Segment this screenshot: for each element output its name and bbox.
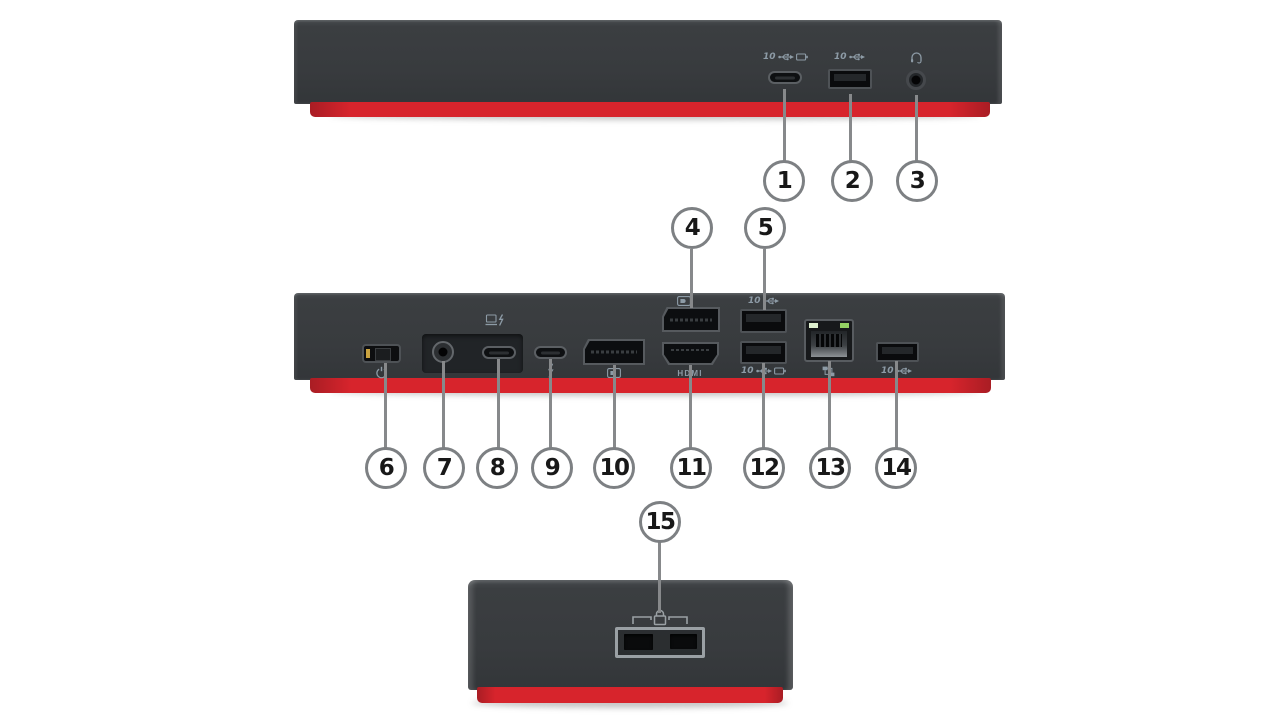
callout-line-5 [763, 249, 766, 310]
rear-dock-red-base [310, 378, 991, 393]
callout-15: 15 [639, 501, 681, 543]
security-slot-left [624, 634, 653, 650]
callout-line-13 [828, 361, 831, 449]
rear-displayport-upper [662, 307, 720, 332]
callout-line-3 [915, 95, 918, 162]
callout-line-14 [895, 361, 898, 449]
callout-line-2 [849, 94, 852, 162]
callout-line-15 [658, 541, 661, 613]
callout-10: 10 [593, 447, 635, 489]
callout-line-10 [613, 365, 616, 449]
ethernet-led-left [809, 323, 818, 328]
callout-9: 9 [531, 447, 573, 489]
rear-displayport-lower [583, 339, 645, 365]
front-dock-red-base [310, 102, 990, 117]
callout-line-6 [384, 363, 387, 449]
dc-in-jack [432, 341, 454, 363]
callout-6: 6 [365, 447, 407, 489]
usb-trident-icon [777, 53, 794, 61]
callout-line-9 [549, 359, 552, 449]
callout-12: 12 [743, 447, 785, 489]
usb10-battery-badge: 10 [763, 52, 808, 62]
usb-speed-label: 10 [881, 366, 894, 376]
rear-usb-c-port [534, 346, 567, 359]
callout-line-11 [689, 365, 692, 449]
callout-11: 11 [670, 447, 712, 489]
power-switch [362, 344, 401, 363]
callout-line-7 [442, 361, 445, 449]
ethernet-led-right [840, 323, 849, 328]
usb-speed-label: 10 [748, 296, 761, 306]
rear-usb-a-upper [740, 309, 787, 333]
rear-usb-a-port [876, 342, 919, 362]
bottom-dock-shadow [472, 698, 788, 708]
ethernet-pins [816, 334, 842, 347]
usb10-badge: 10 [834, 52, 865, 62]
callout-7: 7 [423, 447, 465, 489]
laptop-lightning-icon [485, 314, 504, 326]
security-slot-right [670, 634, 697, 649]
bottom-dock-red-base [477, 687, 783, 703]
callout-14: 14 [875, 447, 917, 489]
callout-1: 1 [763, 160, 805, 202]
hdmi-port [662, 342, 719, 365]
callout-line-12 [762, 363, 765, 449]
callout-13: 13 [809, 447, 851, 489]
headset-icon [911, 52, 922, 64]
callout-5: 5 [744, 207, 786, 249]
displayport-icon [677, 296, 691, 306]
callout-line-8 [497, 359, 500, 449]
battery-icon [773, 367, 786, 375]
callout-line-4 [690, 249, 693, 308]
front-headset-jack [906, 70, 926, 90]
front-usb-c-port [768, 71, 802, 84]
usb-speed-label: 10 [763, 52, 776, 62]
callout-4: 4 [671, 207, 713, 249]
callout-2: 2 [831, 160, 873, 202]
dock-rear-view [294, 293, 1005, 380]
ethernet-port [804, 319, 854, 362]
rear-usb-a-charging-port [740, 341, 787, 364]
dock-front-view [294, 20, 1002, 104]
battery-icon [795, 53, 808, 61]
usb-trident-icon [848, 53, 865, 61]
front-usb-a-port [828, 69, 872, 89]
callout-line-1 [783, 89, 786, 162]
callout-8: 8 [476, 447, 518, 489]
callout-3: 3 [896, 160, 938, 202]
usb-speed-label: 10 [741, 366, 754, 376]
usb-speed-label: 10 [834, 52, 847, 62]
rear-usb-c-host-port [482, 346, 516, 359]
